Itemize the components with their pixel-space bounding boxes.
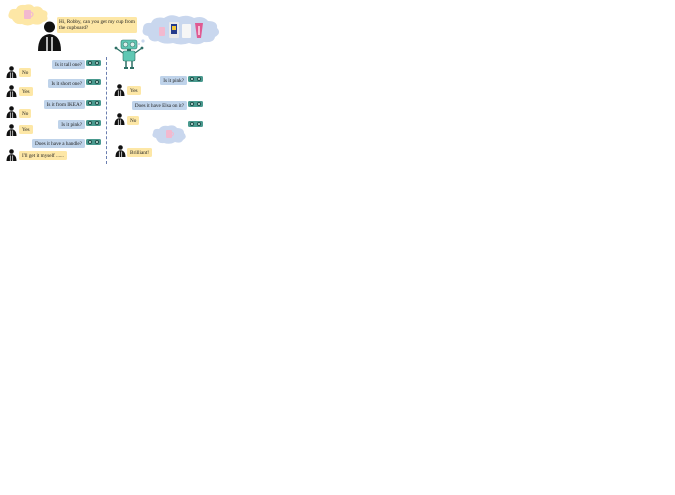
cup-icon — [159, 27, 165, 36]
user-person-icon — [37, 21, 62, 52]
cup-icon — [182, 24, 191, 38]
column-divider — [106, 57, 107, 164]
user-answer-bubble: No — [127, 116, 140, 126]
user-answer-bubble: Yes — [127, 86, 141, 96]
robot-question-bubble: Does it have a handle? — [32, 139, 85, 149]
robot-answer-thought-cloud — [150, 124, 188, 145]
robot-question-bubble: Is it short one? — [48, 79, 85, 89]
cup-icon — [24, 10, 34, 19]
person-icon — [6, 106, 17, 118]
robot-eyes-icon — [86, 60, 101, 66]
user-final-answer-bubble: Brilliant! — [127, 148, 153, 158]
cup-icon — [166, 130, 174, 138]
person-icon — [6, 85, 17, 97]
user-answer-bubble: No — [19, 68, 32, 78]
robot-eyes-icon — [188, 121, 203, 127]
user-answer-bubble: I'll get it myself ...... — [19, 151, 67, 161]
user-answer-bubble: Yes — [19, 87, 33, 97]
person-icon — [115, 145, 126, 157]
person-icon — [6, 66, 17, 78]
person-icon — [114, 84, 125, 96]
person-icon — [6, 124, 17, 136]
person-icon — [6, 149, 17, 161]
robot-eyes-icon — [86, 120, 101, 126]
robot-question-bubble: Is it pink? — [58, 120, 85, 130]
user-answer-bubble: No — [19, 109, 32, 119]
robot-question-bubble: Is it from IKEA? — [43, 100, 85, 110]
robot-question-bubble: Is it tall one? — [52, 60, 85, 70]
robot-eyes-icon — [86, 79, 101, 85]
robot-question-bubble: Does it have Elsa on it? — [131, 101, 187, 111]
user-request-bubble: Hi, Robby, can you get my cup from the c… — [57, 17, 137, 33]
robot-question-bubble: Is it pink? — [160, 76, 187, 86]
user-thought-cloud — [6, 3, 50, 27]
person-icon — [114, 113, 125, 125]
user-answer-bubble: Yes — [19, 125, 33, 135]
robot-icon — [113, 38, 149, 70]
robot-eyes-icon — [188, 101, 203, 107]
robot-eyes-icon — [86, 139, 101, 145]
robot-eyes-icon — [86, 100, 101, 106]
cup-icon — [169, 22, 179, 38]
cup-icon — [195, 23, 203, 38]
robot-eyes-icon — [188, 76, 203, 82]
robot-thought-cloud — [140, 14, 222, 46]
